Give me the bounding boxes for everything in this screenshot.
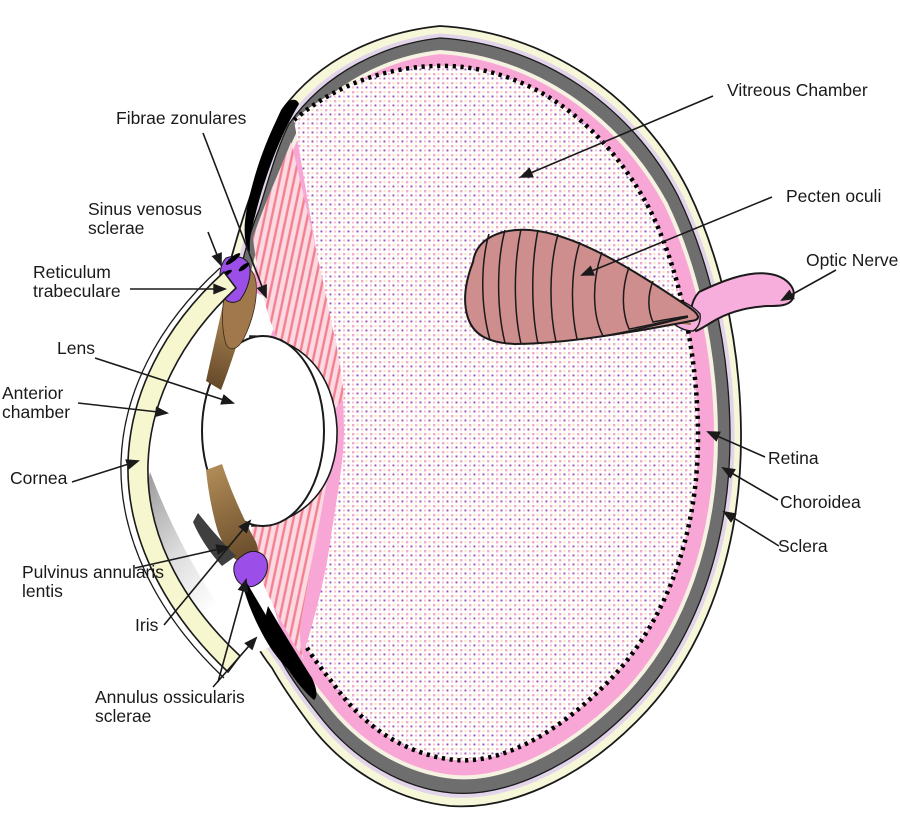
- label-pulvinus-line2: lentis: [22, 581, 63, 601]
- label-lens: Lens: [57, 338, 95, 358]
- arrow-annulus-b: [217, 578, 249, 683]
- label-retina: Retina: [768, 448, 819, 468]
- arrow-lens: [94, 357, 235, 405]
- arrow-pecten-oculi: [580, 196, 773, 276]
- leader-arrows: [71, 95, 837, 688]
- label-reticulum-line1: Reticulum: [33, 262, 111, 282]
- arrow-iris: [163, 519, 252, 626]
- annulus-ossicularis-lower-shape-b: [266, 606, 317, 700]
- label-reticulum-line2: trabeculare: [33, 281, 121, 301]
- label-fibrae-zonulares: Fibrae zonulares: [116, 108, 247, 128]
- label-sinus-venosus-line1: Sinus venosus: [88, 199, 202, 219]
- label-choroidea: Choroidea: [780, 492, 861, 512]
- label-pulvinus-line1: Pulvinus annularis: [22, 562, 164, 582]
- cornea-outer-line: [120, 267, 225, 679]
- arrow-annulus-a: [212, 636, 258, 688]
- arrow-anterior-chamber: [77, 402, 170, 418]
- label-vitreous-chamber: Vitreous Chamber: [727, 80, 868, 100]
- arrow-optic-nerve: [780, 269, 837, 302]
- lens-shape: [201, 335, 325, 527]
- label-pecten-oculi: Pecten oculi: [786, 186, 881, 206]
- annulus-ossicularis-upper-shape: [244, 99, 299, 253]
- pecten-oculi-shape: [464, 228, 699, 346]
- arrow-vitreous-chamber: [519, 95, 714, 178]
- arrow-choroidea: [721, 466, 779, 501]
- label-annulus-line2: sclerae: [95, 706, 151, 726]
- arrow-pulvinus: [134, 544, 231, 569]
- pecten-pleats: [482, 228, 689, 345]
- label-anterior-chamber-line1: Anterior: [2, 383, 63, 403]
- zonule-lower-striae: [251, 452, 332, 660]
- label-annulus-line1: Annulus ossicularis: [95, 687, 245, 707]
- vitreous-stipple-texture: [294, 65, 699, 761]
- optic-nerve-shape: [690, 272, 795, 333]
- label-sinus-venosus-line2: sclerae: [88, 218, 144, 238]
- labels: Fibrae zonulares Sinus venosus sclerae R…: [2, 80, 898, 726]
- inner-limiting-dotted-edge: [292, 63, 701, 763]
- arrow-fibrae-zonulares: [202, 132, 267, 299]
- reticulum-trabeculare-lower-shape: [233, 550, 268, 588]
- arrow-sclera: [722, 510, 780, 547]
- label-anterior-chamber-line2: chamber: [2, 402, 70, 422]
- arrow-sinus-venosus: [207, 231, 222, 267]
- label-sclera: Sclera: [778, 536, 828, 556]
- label-optic-nerve: Optic Nerve: [806, 250, 898, 270]
- arrow-retina: [706, 431, 766, 458]
- zonule-upper-striae: [253, 142, 344, 415]
- label-iris: Iris: [135, 615, 159, 635]
- arrow-cornea: [71, 459, 140, 483]
- label-cornea: Cornea: [10, 468, 68, 488]
- iris-lower-shape: [206, 464, 258, 564]
